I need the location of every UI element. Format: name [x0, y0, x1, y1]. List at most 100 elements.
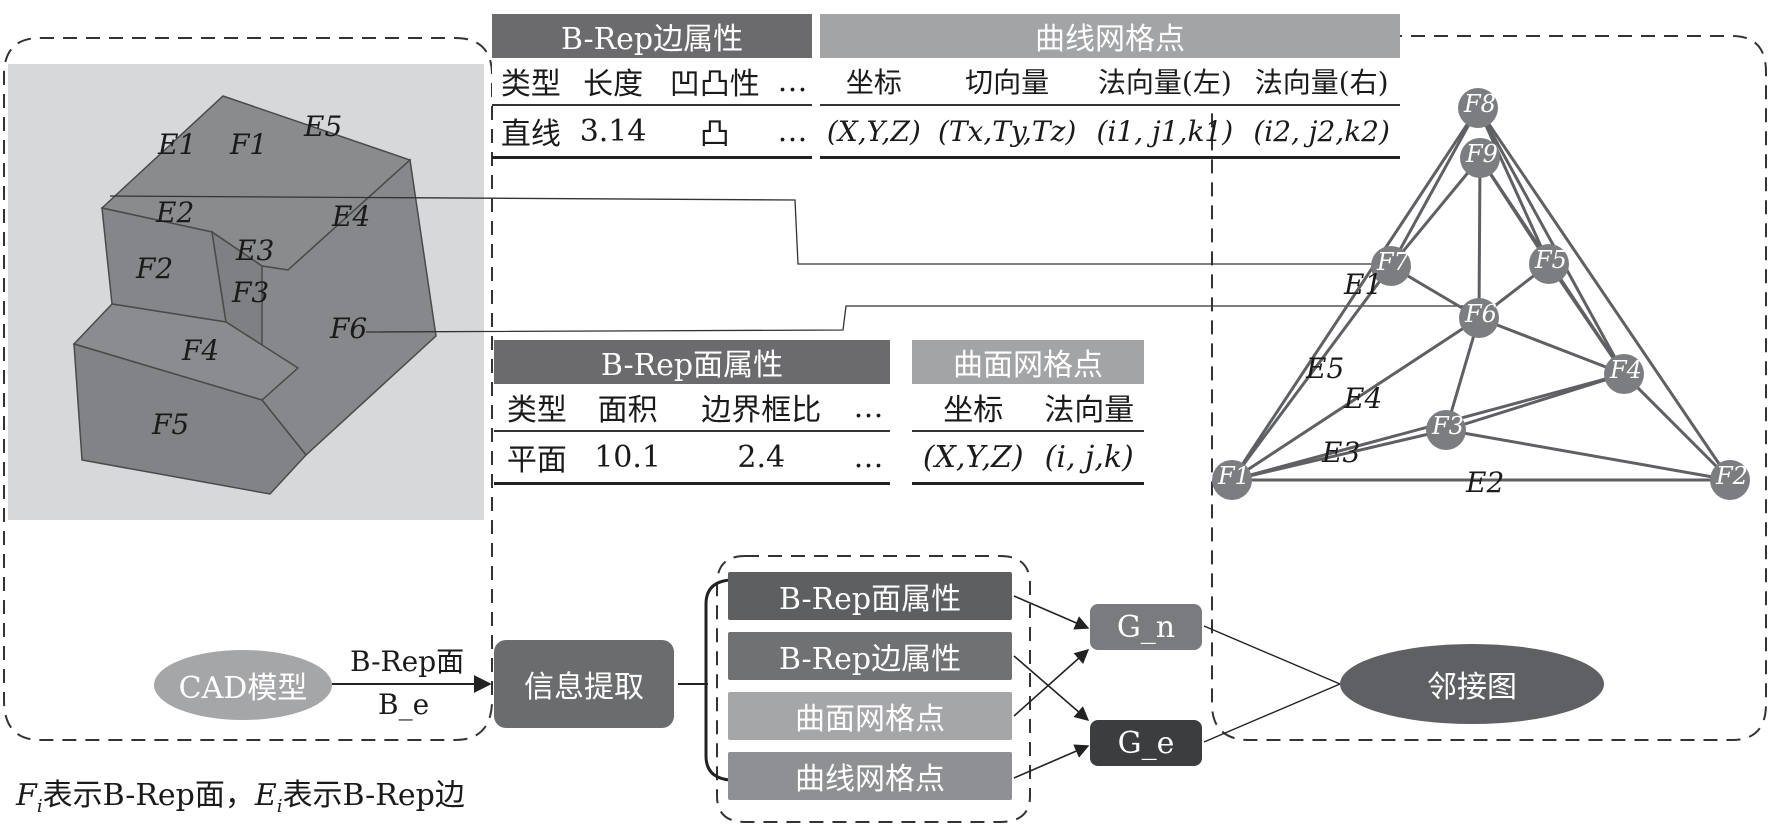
model-label-f6: F6: [330, 312, 368, 345]
edge-val-more: …: [773, 105, 812, 159]
edge-col-convexity: 凹凸性: [656, 58, 774, 106]
graph-nodes: [1212, 88, 1750, 500]
graph-node-f9: [1460, 138, 1500, 178]
arrow-face-attr-to-gn: [1013, 595, 1090, 630]
connector-edge-e1: [109, 195, 1380, 265]
feature-dashed-frame: [716, 555, 1031, 823]
surface-col-coord: 坐标: [912, 384, 1035, 432]
graph-node-f1: [1212, 460, 1252, 500]
graph-label-f9: F9: [1466, 140, 1498, 168]
graph-label-f6: F6: [1465, 300, 1497, 328]
arrow-label-be: B_e: [378, 688, 430, 721]
graph-node-f7: [1371, 246, 1411, 286]
graph-label-f8: F8: [1464, 90, 1496, 118]
edge-col-more: …: [773, 58, 812, 106]
cad-model: [72, 95, 437, 495]
feature-surface-grid: 曲面网格点: [728, 692, 1012, 740]
curve-grid-header: 曲线网格点: [820, 14, 1400, 58]
model-label-f5: F5: [152, 408, 190, 441]
graph-edge-label-e5: E5: [1306, 352, 1345, 385]
graph-edge-label-e3: E3: [1322, 436, 1361, 469]
arrow-surface-grid-to-gn: [1013, 649, 1090, 717]
curve-col-tangent: 切向量: [927, 58, 1087, 106]
surface-grid-header: 曲面网格点: [912, 340, 1144, 384]
face-col-bbox-ratio: 边界框比: [675, 384, 848, 432]
curve-col-normal-left: 法向量(左): [1086, 58, 1244, 106]
feature-curve-grid: 曲线网格点: [728, 752, 1012, 800]
graph-label-f5: F5: [1535, 246, 1567, 274]
info-extract-node: 信息提取: [494, 640, 674, 728]
graph-node-f3: [1426, 410, 1466, 450]
adjacency-graph-node: 邻接图: [1340, 644, 1604, 724]
caption-e-text: 表示B-Rep边: [282, 778, 465, 813]
connector-face-f6: [365, 305, 1478, 333]
graph-label-f3: F3: [1432, 412, 1464, 440]
surface-grid-table: 曲面网格点 坐标 法向量 (X,Y,Z) (i, j,k): [912, 340, 1144, 485]
graph-node-f4: [1604, 354, 1644, 394]
curve-col-coord: 坐标: [820, 58, 928, 106]
caption-f-text: 表示B-Rep面，: [42, 778, 255, 813]
face-col-area: 面积: [579, 384, 676, 432]
edge-val-type: 直线: [492, 105, 570, 159]
edge-val-convexity: 凸: [656, 105, 774, 159]
model-label-e4: E4: [332, 200, 371, 233]
arrow-edge-attr-to-ge: [1013, 655, 1090, 721]
caption-f-symbol: F: [16, 778, 37, 813]
graph-node-f8: [1458, 88, 1498, 128]
graph-label-f7: F7: [1377, 248, 1409, 276]
arrow-label-brep-face: B-Rep面: [350, 645, 465, 678]
surface-val-normal: (i, j,k): [1034, 431, 1144, 485]
graph-edge-label-e4: E4: [1344, 382, 1383, 415]
model-label-e5: E5: [304, 110, 343, 143]
face-attr-header: B-Rep面属性: [494, 340, 890, 384]
model-face-f5: [73, 342, 307, 495]
model-face-f4: [72, 303, 300, 401]
gn-node: G_n: [1090, 604, 1202, 650]
graph-edges: [1230, 107, 1732, 482]
graph-node-f5: [1529, 244, 1569, 284]
left-dashed-frame: [3, 37, 493, 741]
caption-e-symbol: E: [254, 778, 277, 813]
ge-node: G_e: [1090, 720, 1202, 766]
feature-bracket: [704, 578, 731, 782]
caption-f-sub: i: [36, 796, 43, 817]
face-attr-table: B-Rep面属性 类型 面积 边界框比 … 平面 10.1 2.4 …: [494, 340, 890, 485]
curve-val-normal-right: (i2, j2,k2): [1243, 105, 1400, 159]
curve-col-normal-right: 法向量(右): [1243, 58, 1400, 106]
face-val-area: 10.1: [579, 431, 676, 485]
model-label-e2: E2: [156, 196, 195, 229]
edge-attr-table: B-Rep边属性 类型 长度 凹凸性 … 直线 3.14 凸 …: [492, 14, 812, 159]
graph-label-f2: F2: [1716, 462, 1748, 490]
graph-node-f2: [1710, 460, 1750, 500]
model-label-f2: F2: [136, 252, 174, 285]
feature-face-attr: B-Rep面属性: [728, 572, 1012, 620]
line-ge-to-adjacency: [1203, 683, 1341, 743]
face-val-type: 平面: [494, 431, 580, 485]
graph-label-f1: F1: [1218, 462, 1250, 490]
feature-edge-attr: B-Rep边属性: [728, 632, 1012, 680]
line-gn-to-adjacency: [1203, 625, 1341, 685]
graph-edge-label-e1: E1: [1344, 268, 1383, 301]
curve-val-normal-left: (i1, j1,k1): [1086, 105, 1244, 159]
face-col-type: 类型: [494, 384, 580, 432]
graph-label-f4: F4: [1610, 356, 1642, 384]
edge-val-length: 3.14: [569, 105, 657, 159]
legend-caption: Fi表示B-Rep面，Ei表示B-Rep边: [16, 770, 465, 817]
edge-attr-header: B-Rep边属性: [492, 14, 812, 58]
model-label-f4: F4: [182, 334, 220, 367]
model-label-e3: E3: [236, 234, 275, 267]
surface-col-normal: 法向量: [1034, 384, 1144, 432]
face-val-bbox-ratio: 2.4: [675, 431, 848, 485]
curve-val-coord: (X,Y,Z): [820, 105, 928, 159]
model-label-e1: E1: [158, 128, 197, 161]
cad-model-node: CAD模型: [154, 650, 332, 720]
curve-val-tangent: (Tx,Ty,Tz): [927, 105, 1087, 159]
face-val-more: …: [847, 431, 890, 485]
caption-e-sub: i: [276, 796, 283, 817]
face-col-more: …: [847, 384, 890, 432]
edge-col-length: 长度: [569, 58, 657, 106]
arrow-curve-grid-to-ge: [1013, 744, 1090, 779]
graph-node-f6: [1459, 298, 1499, 338]
curve-grid-table: 曲线网格点 坐标 切向量 法向量(左) 法向量(右) (X,Y,Z) (Tx,T…: [820, 14, 1400, 159]
